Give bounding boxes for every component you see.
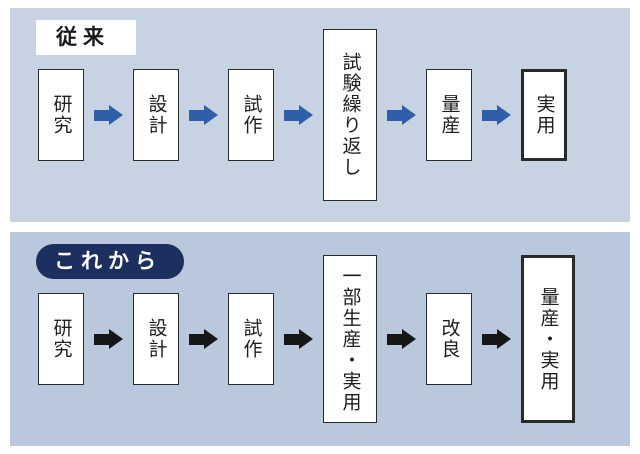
panel-conventional-title: 従来 — [36, 20, 136, 56]
arrow-right-icon — [189, 105, 218, 125]
step-box-mass-production-use: 量産・実用 — [521, 255, 575, 423]
panel-conventional: 従来 研究 設計 試作 試験繰り返し 量産 実用 — [10, 8, 630, 222]
arrow-right-icon — [94, 329, 123, 349]
step-box-partial-production-use: 一部生産・実用 — [323, 255, 377, 423]
step-box-research: 研究 — [38, 69, 84, 161]
arrow-right-icon — [387, 105, 416, 125]
arrow-right-icon — [387, 329, 416, 349]
step-box-research: 研究 — [38, 293, 84, 385]
step-box-prototype: 試作 — [228, 69, 274, 161]
arrow-right-icon — [94, 105, 123, 125]
arrow-right-icon — [482, 105, 511, 125]
arrow-right-icon — [189, 329, 218, 349]
panel-future: これから 研究 設計 試作 一部生産・実用 改良 量産・実用 — [10, 232, 630, 446]
step-box-repeated-testing: 試験繰り返し — [323, 29, 377, 201]
arrow-right-icon — [482, 329, 511, 349]
step-box-practical-use: 実用 — [521, 69, 567, 161]
step-box-prototype: 試作 — [228, 293, 274, 385]
step-box-improvement: 改良 — [426, 293, 472, 385]
arrow-right-icon — [284, 329, 313, 349]
arrow-right-icon — [284, 105, 313, 125]
panel-future-title: これから — [36, 244, 184, 280]
step-box-mass-production: 量産 — [426, 69, 472, 161]
step-box-design: 設計 — [133, 293, 179, 385]
step-box-design: 設計 — [133, 69, 179, 161]
